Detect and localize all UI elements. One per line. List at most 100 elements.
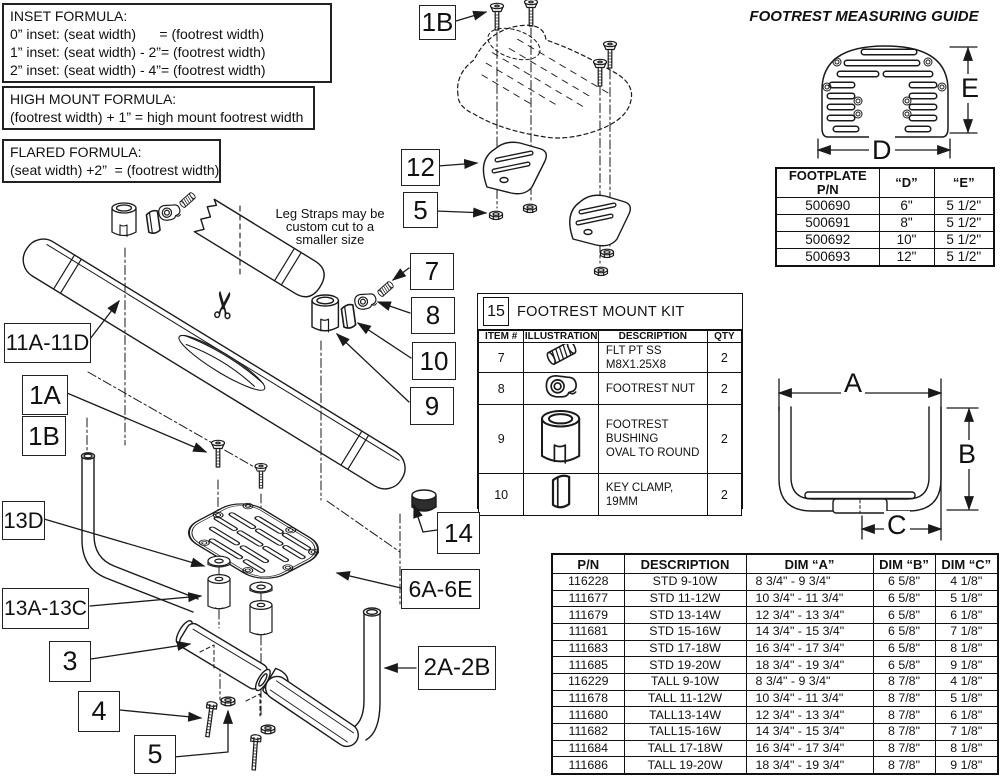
note-line: smaller size — [295, 232, 365, 247]
table-cell: 14 3/4" - 15 3/4" — [745, 622, 874, 641]
table-cell: TALL15-16W — [623, 722, 747, 741]
callout-7: 7 — [410, 253, 454, 290]
column-header: DIM “A” — [745, 553, 874, 574]
table-cell: 111678 — [551, 689, 625, 708]
table-cell: 500693 — [775, 247, 880, 267]
hanger-dimension-drawing — [777, 378, 979, 541]
table-cell: 116228 — [551, 573, 625, 591]
table-cell: 2 — [706, 342, 743, 373]
table-cell: 5 1/2" — [933, 213, 995, 232]
table-cell: 12" — [878, 247, 935, 267]
desc-line: OVAL TO ROUND — [605, 447, 700, 459]
set-screw-icon — [545, 339, 579, 367]
table-cell: 111680 — [551, 706, 625, 724]
formula-line: (seat width) +2” = (footrest width) — [10, 162, 220, 178]
table-cell: 10" — [878, 230, 935, 249]
table-cell: 6 1/8" — [934, 706, 999, 724]
column-header: FOOTPLATE P/N — [775, 167, 880, 198]
formula-line: 1” inset: (seat width) - 2”= (footrest w… — [10, 44, 266, 60]
callout-3: 3 — [49, 641, 91, 682]
table-cell: 8" — [878, 213, 935, 232]
table-cell: 12 3/4" - 13 3/4" — [745, 606, 874, 624]
dim-b-label: B — [955, 440, 980, 469]
table-cell: 8 7/8" — [872, 756, 936, 775]
column-header: “D” — [878, 167, 935, 198]
table-cell: 8 3/4" - 9 3/4" — [745, 573, 874, 591]
table-cell: TALL13-14W — [623, 706, 747, 724]
table-cell: 8 7/8" — [872, 739, 936, 758]
table-cell: 9 — [477, 404, 525, 474]
callout-5-bottom: 5 — [134, 735, 176, 774]
table-cell: 6 5/8" — [872, 639, 936, 658]
dim-e-label: E — [958, 74, 983, 103]
kit-table-title-row: 15 FOOTREST MOUNT KIT — [478, 294, 742, 330]
table-cell: FOOTREST BUSHING OVAL TO ROUND — [597, 404, 708, 474]
bushing-icon — [541, 409, 581, 464]
dim-a-label: A — [841, 369, 866, 398]
callout-14: 14 — [437, 512, 480, 554]
table-cell: 10 3/4" - 11 3/4" — [745, 589, 874, 608]
table-cell: 500692 — [775, 230, 880, 249]
table-cell: 5 1/2" — [933, 230, 995, 249]
callout-12: 12 — [401, 149, 440, 186]
table-cell: 8 7/8" — [872, 722, 936, 741]
table-header-row: ITEM # ILLUSTRATION DESCRIPTION QTY — [477, 330, 743, 343]
table-cell: TALL 11-12W — [623, 689, 747, 708]
note-line: Leg Straps may be — [275, 206, 385, 221]
callout-1a: 1A — [22, 375, 68, 415]
footrest-mount-kit-table: 15 FOOTREST MOUNT KIT ITEM # ILLUSTRATIO… — [477, 293, 743, 516]
top-footplate-exploded-drawing — [456, 0, 633, 277]
desc-line: KEY CLAMP, 19MM — [605, 481, 674, 508]
column-header: “E” — [933, 167, 995, 198]
callout-4: 4 — [78, 691, 120, 732]
table-cell: 9 1/8" — [934, 756, 999, 775]
table-cell: 111682 — [551, 722, 625, 741]
formula-line: 0” inset: (seat width) = (footrest width… — [10, 26, 265, 42]
table-cell: 500690 — [775, 197, 880, 215]
dim-d-label: D — [869, 136, 895, 165]
table-cell: 111677 — [551, 589, 625, 608]
table-cell: 16 3/4" - 17 3/4" — [745, 739, 874, 758]
formula-title: HIGH MOUNT FORMULA: — [10, 91, 177, 107]
leg-strap-note: Leg Straps may be custom cut to a smalle… — [264, 207, 396, 246]
table-row: 10 KEY CLAMP, 19MM 2 — [477, 473, 743, 516]
table-cell: FLT PT SS M8X1.25X8 — [597, 342, 708, 373]
table-cell — [523, 404, 599, 474]
measuring-guide-title: FOOTREST MEASURING GUIDE — [749, 8, 979, 25]
callout-2a-2b: 2A-2B — [418, 646, 496, 690]
table-cell: 2 — [706, 473, 743, 516]
formula-line: 2” inset: (seat width) - 4”= (footrest w… — [10, 62, 266, 78]
table-row: 8 FOOTREST NUT 2 — [477, 372, 743, 405]
table-cell — [523, 339, 599, 373]
callout-9: 9 — [410, 387, 454, 425]
desc-line: FOOTREST NUT — [605, 382, 696, 395]
note-line: custom cut to a — [285, 219, 375, 234]
strap-clamp-assembly-left — [111, 191, 197, 446]
column-header: DIM “C” — [934, 553, 999, 574]
column-header: QTY — [706, 330, 743, 343]
table-cell: 6 5/8" — [872, 622, 936, 641]
inset-formula-box: INSET FORMULA: 0” inset: (seat width) = … — [2, 3, 332, 83]
desc-line: FLT PT SS — [605, 344, 662, 357]
table-row: 7 FLT PT SS M8X1.25X8 2 — [477, 339, 743, 373]
table-cell: 7 — [477, 342, 525, 373]
column-header: DESCRIPTION — [597, 330, 708, 343]
column-header: ITEM # — [477, 330, 525, 343]
table-cell: 4 1/8" — [934, 672, 999, 691]
table-cell: STD 11-12W — [623, 589, 747, 608]
table-cell: 10 — [477, 473, 525, 516]
table-cell: 9 1/8" — [934, 656, 999, 674]
measuring-guide-footplate-drawing — [816, 45, 978, 159]
table-cell: 4 1/8" — [934, 573, 999, 591]
column-header: P/N — [551, 553, 625, 574]
kit-table-title: FOOTREST MOUNT KIT — [517, 303, 685, 320]
